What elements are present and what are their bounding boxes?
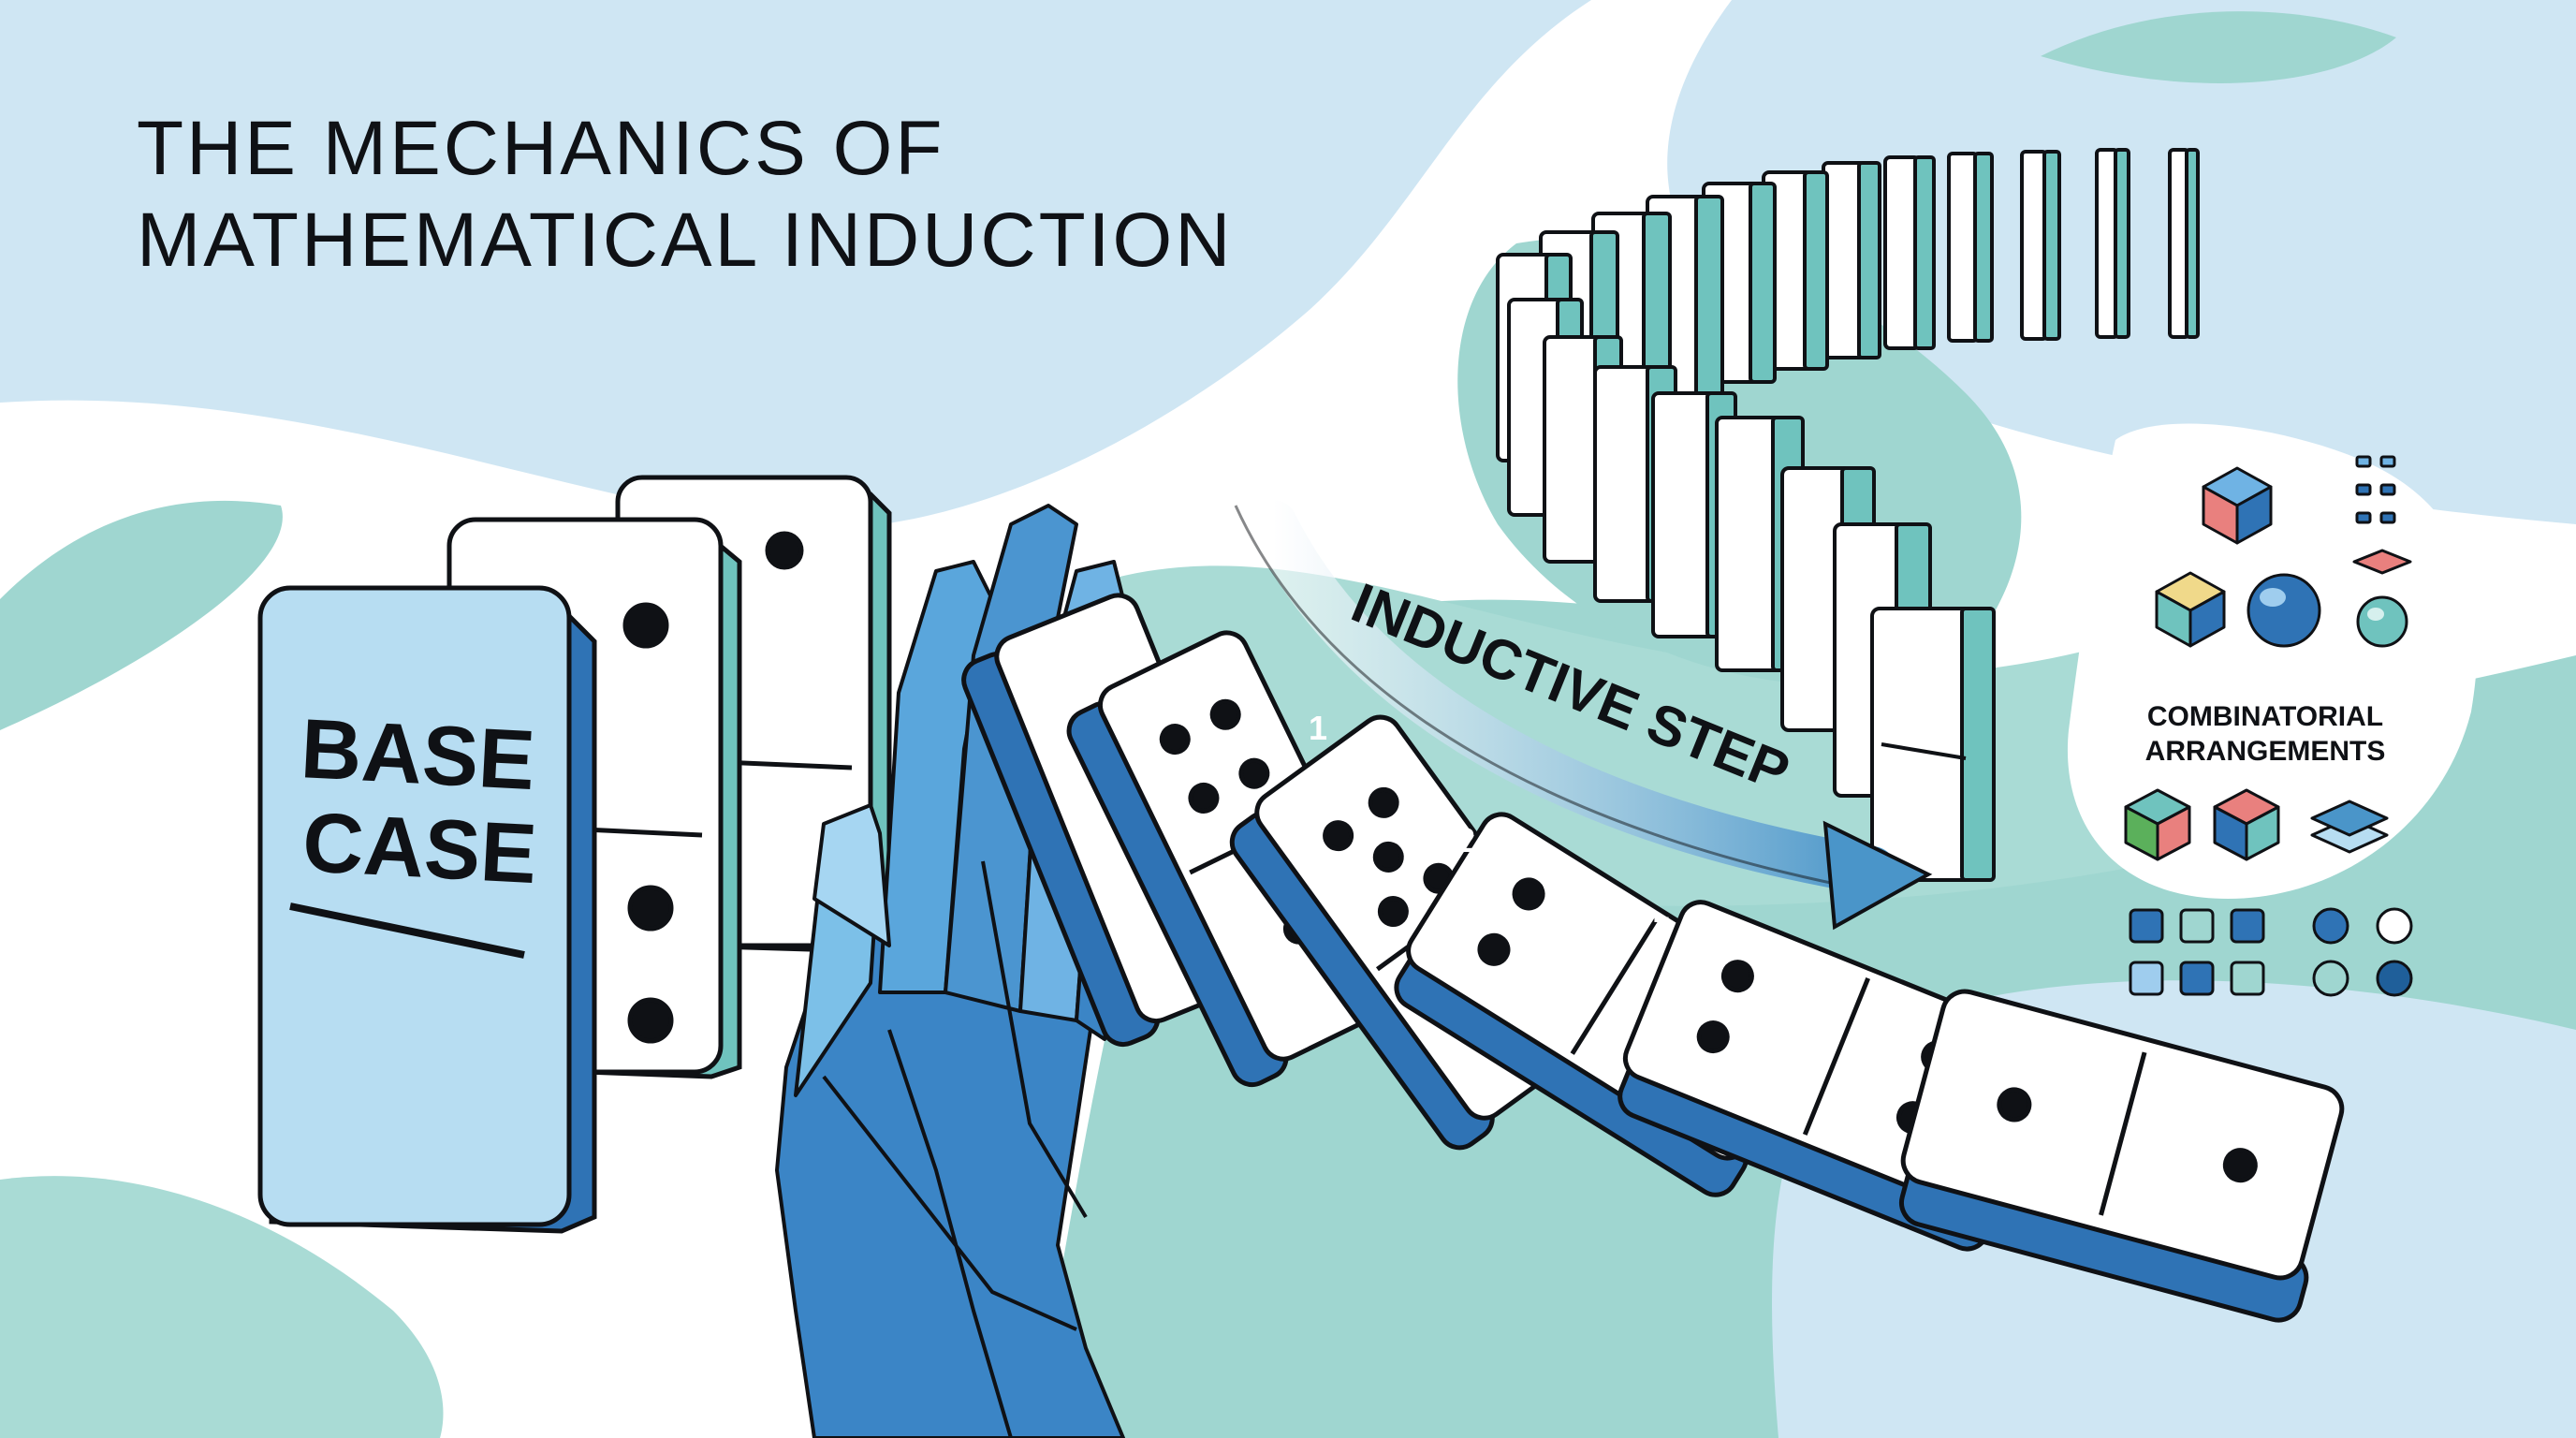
falling-dominoes — [961, 593, 2345, 1323]
curved-arrow-icon — [1234, 500, 1933, 931]
step-number-2: 2 — [1456, 821, 1475, 859]
diamond-tile-icon — [2352, 549, 2412, 575]
step-number-1: 1 — [1309, 709, 1327, 747]
base-case-line1: BASE — [299, 702, 537, 808]
combinatorics-label-line2: ARRANGEMENTS — [2145, 736, 2386, 767]
standing-dominoes — [257, 475, 892, 1234]
cube-icon — [2124, 788, 2191, 861]
domino-chain-item — [1870, 607, 1996, 882]
domino-chain — [1496, 148, 2200, 882]
combinatorics-panel — [2124, 455, 2413, 997]
page-title-line1: THE MECHANICS OF — [137, 106, 945, 191]
domino-base-case — [257, 585, 597, 1234]
cube-icon — [2155, 571, 2226, 648]
sphere-icon — [2356, 595, 2408, 648]
base-case-line2: CASE — [300, 796, 539, 902]
tile-grid-icon — [2355, 455, 2396, 524]
domino-chain-item — [1883, 155, 1936, 350]
domino-chain-item — [2020, 150, 2061, 341]
sphere-icon — [2247, 573, 2321, 648]
cube-icon — [2202, 466, 2273, 545]
page-title-line2: MATHEMATICAL INDUCTION — [137, 198, 1234, 283]
domino-chain-item — [2095, 148, 2130, 339]
falling-domino — [1898, 989, 2345, 1323]
dot-grid-icon — [2312, 907, 2413, 997]
step-number-3: 3... — [1624, 891, 1671, 930]
combinatorics-label-line1: COMBINATORIAL — [2147, 701, 2383, 732]
stacked-tiles-icon — [2310, 800, 2389, 854]
tile-grid-icon — [2129, 908, 2265, 996]
domino-chain-item — [2168, 148, 2200, 339]
domino-chain-item — [1822, 161, 1881, 360]
base-case-underline — [289, 902, 525, 959]
domino-chain-item — [1947, 152, 1994, 343]
cube-icon — [2213, 788, 2280, 861]
